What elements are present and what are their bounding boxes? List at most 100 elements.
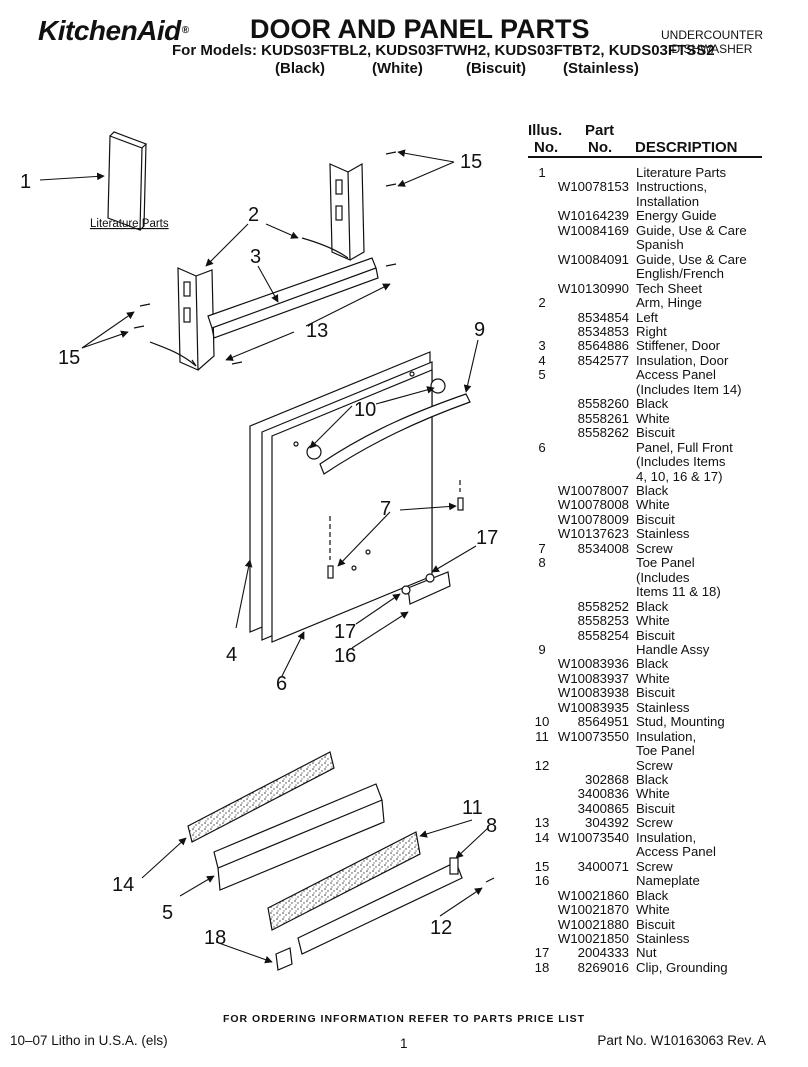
illus-number	[527, 787, 557, 801]
illus-number	[527, 527, 557, 541]
part-number: W10130990	[557, 280, 629, 296]
part-description: Toe Panel	[636, 743, 695, 759]
part-description: English/French	[636, 266, 724, 282]
illus-number	[527, 325, 557, 339]
screw-15-left	[133, 303, 151, 329]
illus-number: 8	[538, 555, 546, 571]
access-panel-insulation	[187, 751, 335, 843]
illus-number: 16	[534, 873, 550, 889]
screw-15-top	[385, 151, 397, 187]
illus-number	[527, 571, 557, 585]
part-number: W10084091	[557, 251, 629, 267]
parts-row: 4, 10, 16 & 17)	[527, 469, 797, 484]
nameplate	[407, 571, 451, 605]
part-description: Insulation, Door	[636, 352, 729, 368]
part-description: Toe Panel	[636, 555, 695, 571]
screw-7a	[327, 565, 334, 579]
part-number	[557, 441, 629, 455]
illus-number	[527, 845, 557, 859]
part-description: Black	[636, 656, 669, 672]
door-panel	[249, 351, 433, 643]
part-number: W10073540	[557, 829, 629, 845]
illus-number: 7	[538, 540, 546, 556]
illus-number: 5	[538, 367, 546, 383]
part-description: Literature Parts	[636, 165, 727, 180]
part-description: Left	[636, 309, 658, 325]
screw-13-left	[231, 361, 243, 365]
part-description: Stainless	[636, 931, 690, 947]
part-number: 8534854	[577, 309, 629, 325]
illus-number	[527, 470, 557, 484]
product-type-line2: DISHWASHER	[671, 42, 753, 56]
parts-row: (Includes Item 14)	[527, 382, 797, 397]
part-description: Panel, Full Front	[636, 439, 733, 455]
part-description: Nameplate	[636, 873, 700, 889]
part-number	[557, 556, 629, 570]
part-number	[557, 585, 629, 599]
part-number: W10078008	[557, 497, 629, 513]
part-number: 3400865	[577, 800, 629, 816]
callout-8: 8	[486, 815, 497, 837]
illus-number: 2	[538, 295, 546, 311]
part-description: White	[636, 670, 670, 686]
callout-16: 16	[334, 645, 356, 667]
parts-row: 8534854 Left	[527, 309, 797, 325]
document-part-number: Part No. W10163063 Rev. A	[597, 1033, 766, 1048]
part-number: W10164239	[557, 208, 629, 224]
illus-number	[527, 932, 557, 946]
part-description: Clip, Grounding	[636, 959, 728, 975]
header-description: DESCRIPTION	[635, 139, 738, 156]
color-stainless: (Stainless)	[563, 60, 639, 77]
page-number: 1	[400, 1036, 408, 1051]
part-description: White	[636, 410, 670, 426]
part-number: 3400071	[577, 858, 629, 874]
part-description: Guide, Use & Care	[636, 222, 747, 238]
part-number: 8558262	[577, 425, 629, 441]
illus-number	[527, 614, 557, 628]
part-description: White	[636, 497, 670, 513]
part-description: Stud, Mounting	[636, 714, 725, 730]
illus-number: 1	[538, 165, 546, 180]
parts-row: (Includes Items	[527, 454, 797, 469]
parts-row: (Includes	[527, 569, 797, 585]
parts-row: Spanish	[527, 237, 797, 252]
illus-number	[527, 238, 557, 252]
callout-2: 2	[248, 204, 259, 226]
screw-12	[485, 877, 495, 883]
part-number: 8558253	[577, 613, 629, 629]
illus-number	[527, 397, 557, 411]
illus-number	[527, 802, 557, 816]
parts-row: Installation	[527, 194, 797, 209]
ordering-note: FOR ORDERING INFORMATION REFER TO PARTS …	[222, 1013, 586, 1025]
callout-12: 12	[430, 917, 452, 939]
part-description: Black	[636, 482, 669, 498]
illus-number: 18	[534, 959, 550, 975]
part-number: W10078153	[557, 179, 629, 195]
callout-17-left: 17	[334, 621, 356, 643]
part-description: Stainless	[636, 699, 690, 715]
callout-7: 7	[380, 498, 391, 520]
part-number: W10083935	[557, 699, 629, 715]
part-number: 302868	[584, 772, 629, 788]
illus-number: 9	[538, 641, 546, 657]
part-number: 8269016	[577, 959, 629, 975]
part-number	[557, 571, 629, 585]
illus-number	[527, 209, 557, 223]
callout-17-right: 17	[476, 527, 498, 549]
part-number: 8542577	[577, 352, 629, 368]
illus-number	[527, 455, 557, 469]
callout-18: 18	[204, 927, 226, 949]
illus-number	[527, 672, 557, 686]
part-description: (Includes	[636, 569, 690, 585]
door-stiffener	[207, 257, 377, 329]
